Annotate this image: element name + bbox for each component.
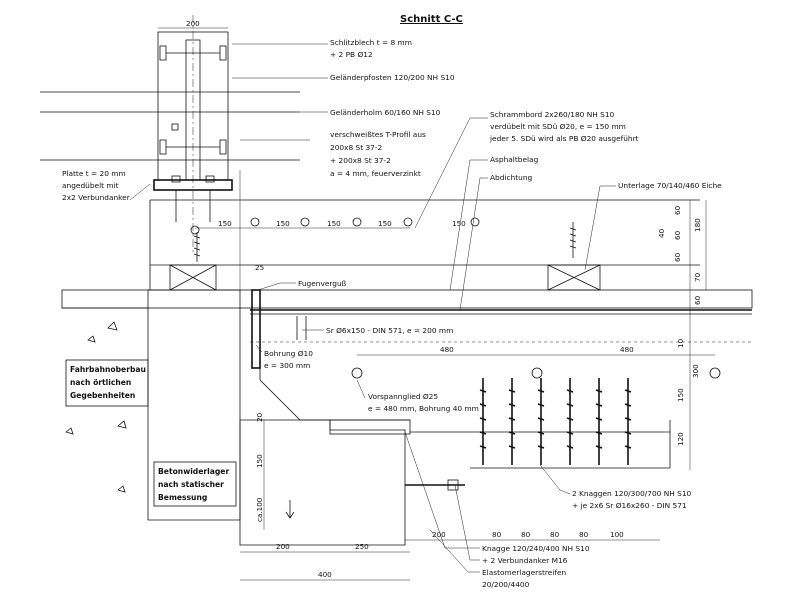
label-dims-v60a: 60 (673, 205, 682, 215)
label-callouts-elastomer_1: Elastomerlagerstreifen (482, 568, 567, 577)
label-dims-b80d: 80 (579, 530, 589, 539)
label-callouts-gelaenderpfosten: Geländerpfosten 120/200 NH S10 (330, 73, 455, 82)
label-dims-h150: 150 (255, 454, 264, 468)
abutment-box: Betonwiderlager nach statischer Bemessun… (153, 461, 237, 507)
bottom-dimensions: 200 80 80 80 80 100 200 250 400 25 150 (240, 219, 660, 581)
label-dims-s150a: 150 (218, 219, 232, 228)
label-dims-h20: 20 (255, 412, 264, 422)
label-boxes-beton_2: nach statischer (158, 480, 224, 489)
label-dims-b80c: 80 (550, 530, 560, 539)
label-callouts-elastomer_2: 20/200/4400 (482, 580, 530, 589)
label-callouts-knagge_2: + 2 Verbundanker M16 (482, 556, 568, 565)
label-callouts-platte_2: angedübelt mit (62, 181, 119, 190)
label-dims-b200: 200 (432, 530, 446, 539)
label-dims-v60c: 60 (673, 252, 682, 262)
main-beam: 480 480 (250, 314, 752, 491)
callouts: Schlitzblech t = 8 mm + 2 PB Ø12 Gelände… (62, 38, 722, 589)
label-dims-gap25: 25 (255, 263, 264, 272)
drawing-title: Schnitt C-C (400, 14, 463, 25)
label-callouts-schlitzblech_2: + 2 PB Ø12 (330, 50, 373, 59)
label-callouts-bohrung_1: Bohrung Ø10 (264, 349, 313, 358)
left-dimensions: 20 150 ca.100 (255, 412, 295, 530)
label-dims-v60d: 60 (693, 295, 702, 305)
label-callouts-unterlage: Unterlage 70/140/460 Eiche (618, 181, 722, 190)
vertical-dimensions: 60 60 60 40 180 70 60 10 300 150 120 (657, 200, 707, 470)
label-boxes-fahrbahn_2: nach örtlichen (70, 378, 131, 387)
label-dims-hca100: ca.100 (255, 497, 264, 522)
oak-underlay (169, 264, 601, 291)
label-dims-s150d: 150 (378, 219, 392, 228)
railing-post: 200 (40, 15, 300, 255)
label-dims-b80b: 80 (521, 530, 531, 539)
label-callouts-knaggen_1: 2 Knaggen 120/300/700 NH S10 (572, 489, 692, 498)
label-dims-v70: 70 (693, 272, 702, 282)
label-boxes-fahrbahn_1: Fahrbahnoberbau (70, 365, 146, 374)
label-dims-v120: 120 (676, 432, 685, 446)
label-callouts-bohrung_2: e = 300 mm (264, 361, 310, 370)
label-callouts-abdichtung: Abdichtung (490, 173, 533, 182)
label-callouts-schrammbord_1: Schrammbord 2x260/180 NH S10 (490, 110, 615, 119)
schrammbord-beam: 150 150 150 150 (149, 199, 700, 290)
label-callouts-schrammbord_2: verdübelt mit SDü Ø20, e = 150 mm (490, 122, 626, 131)
label-callouts-gelaenderholm: Geländerholm 60/160 NH S10 (330, 108, 441, 117)
label-dims-d480b: 480 (620, 345, 634, 354)
label-dims-s150c: 150 (327, 219, 341, 228)
asphalt-layer (61, 289, 753, 315)
base-plate (153, 175, 233, 222)
label-dims-s150b: 150 (276, 219, 290, 228)
label-dims-v150: 150 (676, 388, 685, 402)
road-structure (62, 307, 148, 493)
label-boxes-fahrbahn_3: Gegebenheiten (70, 391, 135, 400)
label-callouts-schrammbord_3: jeder 5. SDü wird als PB Ø20 ausgeführt (489, 134, 639, 143)
label-callouts-platte_3: 2x2 Verbundanker (62, 193, 131, 202)
label-callouts-knaggen_2: + je 2x6 Sr Ø16x260 - DIN 571 (572, 501, 687, 510)
label-dims-d480a: 480 (440, 345, 454, 354)
label-callouts-vorspannglied_1: Vorspannglied Ø25 (368, 392, 438, 401)
label-dims-v300: 300 (691, 364, 700, 378)
road-build-up-box: Fahrbahnoberbau nach örtlichen Gegebenhe… (65, 359, 149, 407)
label-callouts-platte_1: Platte t = 20 mm (62, 169, 126, 178)
label-callouts-vorspannglied_2: e = 480 mm, Bohrung 40 mm (368, 404, 479, 413)
label-callouts-t_profil_1: verschweißtes T-Profil aus (330, 130, 426, 139)
label-dims-top_200: 200 (186, 19, 200, 28)
label-dims-v10: 10 (676, 338, 685, 348)
label-boxes-beton_3: Bemessung (158, 493, 207, 502)
label-dims-b100: 100 (610, 530, 624, 539)
label-callouts-asphaltbelag: Asphaltbelag (490, 155, 539, 164)
label-callouts-schlitzblech_1: Schlitzblech t = 8 mm (330, 38, 412, 47)
label-boxes-beton_1: Betonwiderlager (158, 467, 229, 476)
label-dims-v40: 40 (657, 228, 666, 238)
label-dims-b400: 400 (318, 570, 332, 579)
label-callouts-fugenverguss: Fugenverguß (298, 279, 347, 288)
label-callouts-knagge_1: Knagge 120/240/400 NH S10 (482, 544, 590, 553)
label-callouts-sr_schraube: Sr Ø6x150 - DIN 571, e = 200 mm (326, 326, 453, 335)
label-dims-b250: 250 (355, 542, 369, 551)
leader-lines (129, 43, 616, 573)
label-callouts-t_profil_2: 200x8 St 37-2 (330, 143, 382, 152)
label-dims-s150e: 150 (452, 219, 466, 228)
label-dims-b80a: 80 (492, 530, 502, 539)
label-callouts-t_profil_4: a = 4 mm, feuerverzinkt (330, 169, 421, 178)
label-callouts-t_profil_3: + 200x8 St 37-2 (330, 156, 391, 165)
label-dims-v60b: 60 (673, 230, 682, 240)
label-dims-b200b: 200 (276, 542, 290, 551)
label-dims-v180: 180 (693, 218, 702, 232)
